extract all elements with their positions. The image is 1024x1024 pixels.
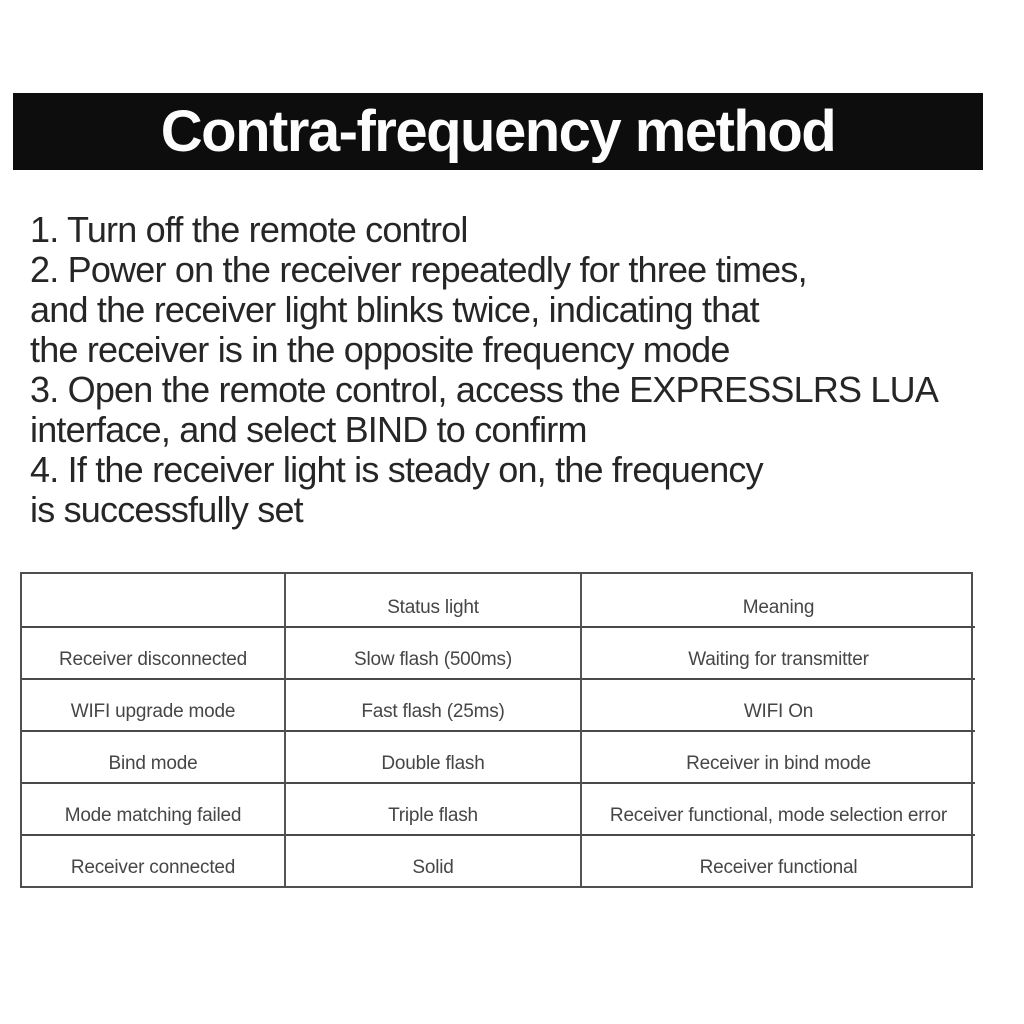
table-cell-mode: Receiver connected [22, 834, 284, 886]
table-cell-meaning: Waiting for transmitter [580, 626, 975, 678]
table-cell-mode: WIFI upgrade mode [22, 678, 284, 730]
table-cell-status: Double flash [284, 730, 580, 782]
instruction-list: 1. Turn off the remote control 2. Power … [30, 210, 1005, 530]
instruction-line-3: and the receiver light blinks twice, ind… [30, 289, 760, 330]
instruction-line-5: 3. Open the remote control, access the E… [30, 369, 939, 410]
instruction-line-4: the receiver is in the opposite frequenc… [30, 329, 730, 370]
title-banner: Contra-frequency method [13, 93, 983, 170]
table-header-meaning: Meaning [580, 574, 975, 626]
table-cell-status: Fast flash (25ms) [284, 678, 580, 730]
table-cell-mode: Mode matching failed [22, 782, 284, 834]
page-title: Contra-frequency method [160, 99, 837, 164]
table-cell-meaning: Receiver functional, mode selection erro… [580, 782, 975, 834]
table-header-status-light: Status light [284, 574, 580, 626]
table-cell-status: Slow flash (500ms) [284, 626, 580, 678]
table-cell-meaning: WIFI On [580, 678, 975, 730]
status-table: Status light Meaning Receiver disconnect… [20, 572, 975, 888]
table-cell-status: Triple flash [284, 782, 580, 834]
table-cell-status: Solid [284, 834, 580, 886]
table-cell-meaning: Receiver functional [580, 834, 975, 886]
instruction-line-2: 2. Power on the receiver repeatedly for … [30, 249, 808, 290]
instruction-line-8: is successfully set [30, 489, 304, 530]
instruction-line-1: 1. Turn off the remote control [30, 209, 468, 250]
instruction-line-7: 4. If the receiver light is steady on, t… [30, 449, 764, 490]
table-cell-mode: Receiver disconnected [22, 626, 284, 678]
instruction-line-6: interface, and select BIND to confirm [30, 409, 587, 450]
table-header-empty [22, 574, 284, 626]
table-cell-mode: Bind mode [22, 730, 284, 782]
table-cell-meaning: Receiver in bind mode [580, 730, 975, 782]
